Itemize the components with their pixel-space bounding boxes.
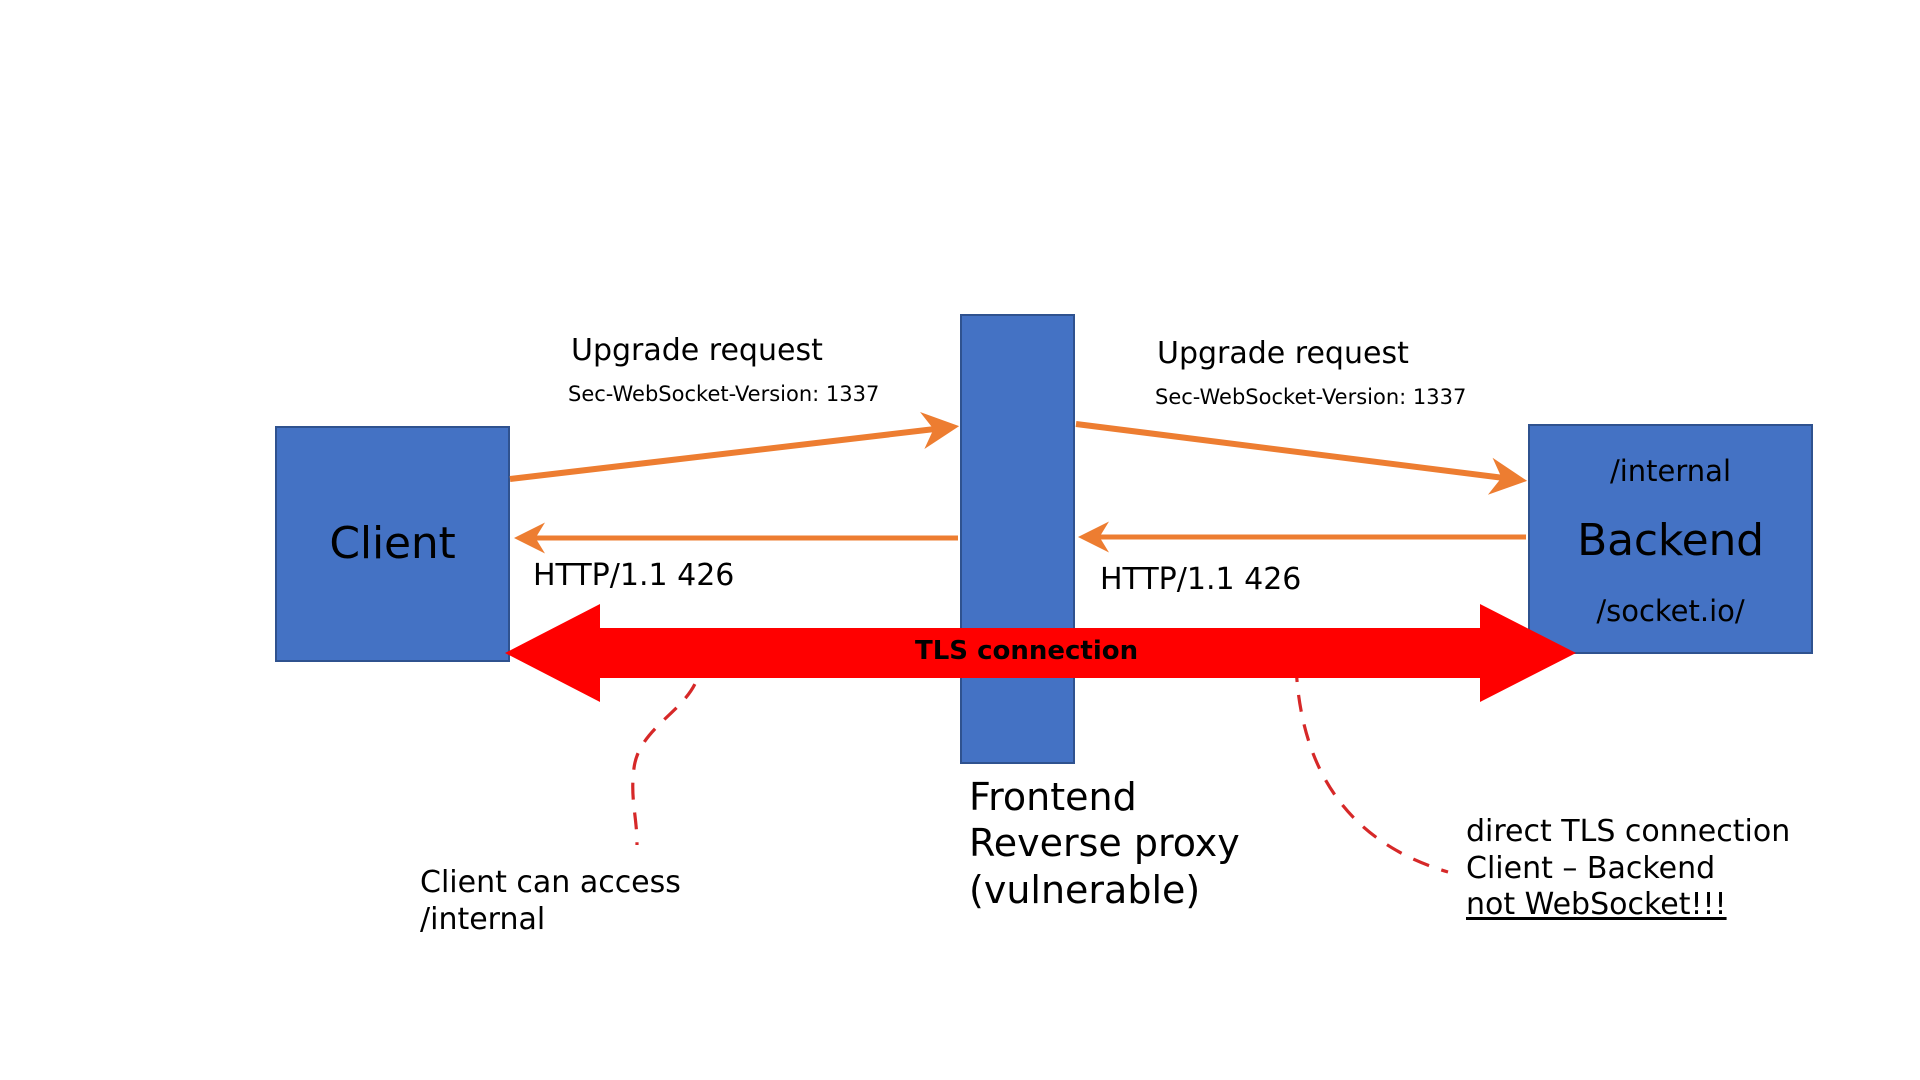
tls-connection-label: TLS connection <box>915 636 1139 666</box>
annotation-backend-line-2: Client – Backend <box>1466 850 1716 886</box>
annotation-backend-line-1: direct TLS connection <box>1466 814 1791 849</box>
node-backend-label: Backend <box>1577 514 1764 566</box>
node-backend[interactable]: /internal Backend /socket.io/ <box>1528 424 1813 654</box>
annotation-client-can-access-internal: Client can access /internal <box>420 865 681 937</box>
label-sec-websocket-version-right: Sec-WebSocket-Version: 1337 <box>1155 385 1467 409</box>
label-frontend-caption: Frontend Reverse proxy (vulnerable) <box>969 775 1240 912</box>
backend-path-internal: /internal <box>1609 453 1732 488</box>
label-http-426-right: HTTP/1.1 426 <box>1100 562 1302 597</box>
node-frontend-proxy[interactable] <box>960 314 1075 764</box>
label-upgrade-request-left: Upgrade request <box>571 333 823 368</box>
arrow-client-to-frontend-upgrade <box>509 412 960 482</box>
leader-line-client-note <box>631 654 702 846</box>
label-http-426-left: HTTP/1.1 426 <box>533 558 735 593</box>
annotation-backend-line-3: not WebSocket!!! <box>1466 887 1727 923</box>
arrow-frontend-to-backend-upgrade <box>1075 421 1528 495</box>
leader-line-backend-note <box>1294 664 1449 874</box>
node-client[interactable]: Client <box>275 426 510 662</box>
node-client-label: Client <box>329 517 456 569</box>
label-sec-websocket-version-left: Sec-WebSocket-Version: 1337 <box>568 382 880 406</box>
annotation-direct-tls-connection: direct TLS connection Client – Backend n… <box>1466 814 1790 924</box>
backend-path-socketio: /socket.io/ <box>1596 593 1745 628</box>
label-upgrade-request-right: Upgrade request <box>1157 336 1409 371</box>
